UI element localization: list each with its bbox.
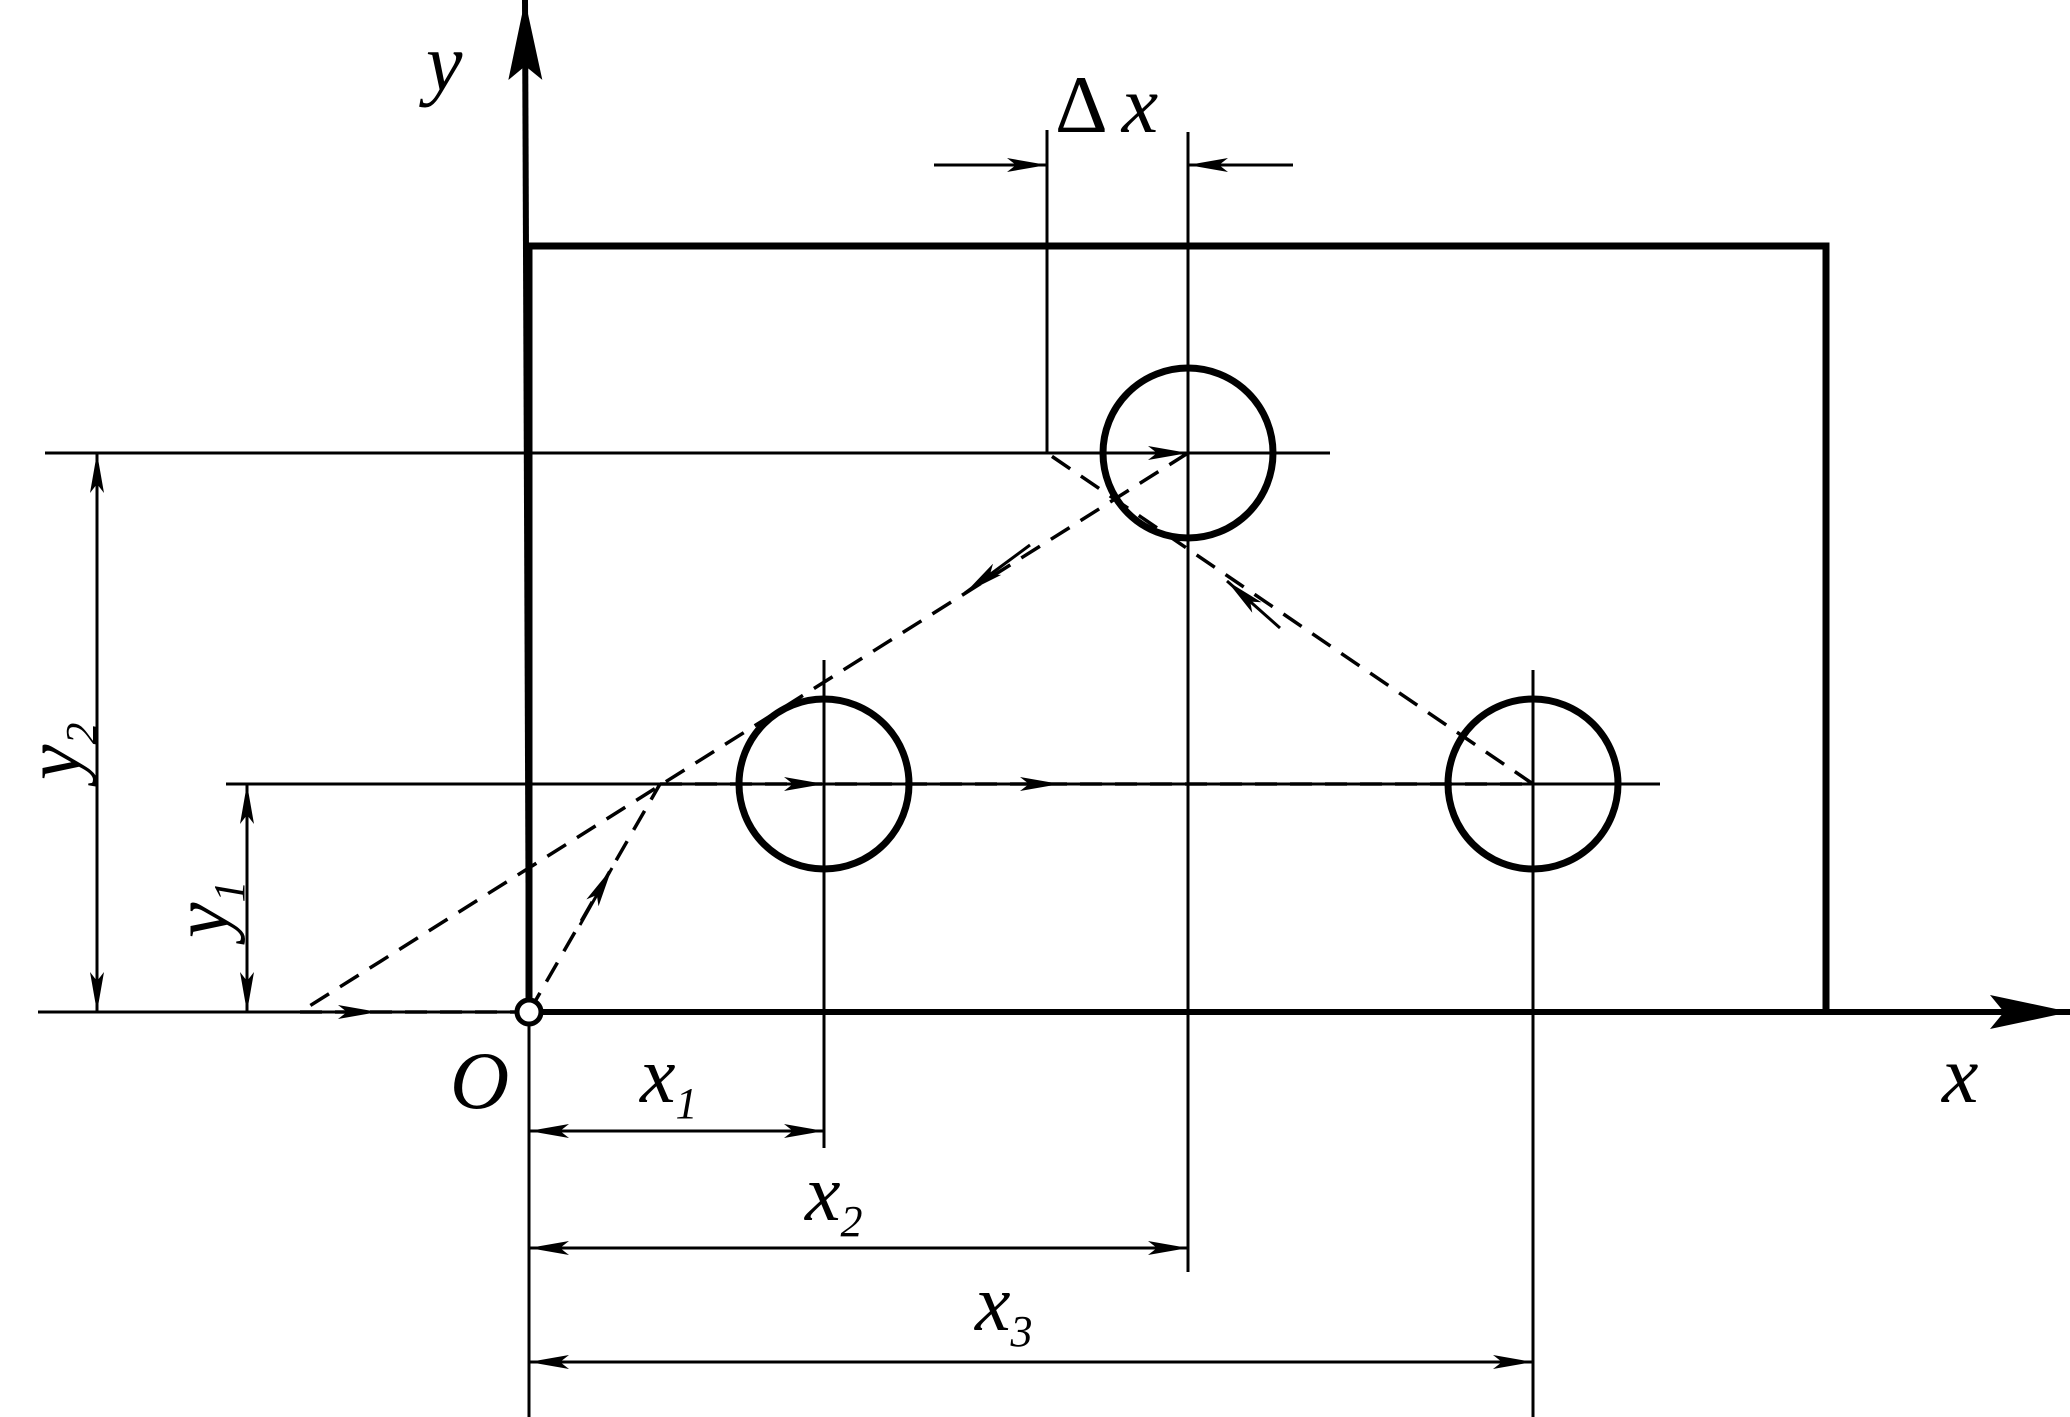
- x1-label: x1: [639, 1032, 698, 1128]
- tool-path: [299, 451, 1534, 1014]
- dimension-lines: [90, 158, 1533, 1369]
- x-axis-label: x: [1941, 1029, 1978, 1120]
- origin-label: O: [450, 1035, 509, 1126]
- origin-marker: [514, 997, 544, 1027]
- tool-path-arrows: [322, 543, 1281, 1019]
- y-axis-label: y: [419, 17, 463, 108]
- workpiece-outline: [525, 242, 1830, 1012]
- y2-label: y2: [10, 722, 106, 787]
- y1-label: y1: [158, 880, 254, 945]
- x2-label: x2: [804, 1150, 863, 1246]
- x3-label: x3: [974, 1260, 1033, 1356]
